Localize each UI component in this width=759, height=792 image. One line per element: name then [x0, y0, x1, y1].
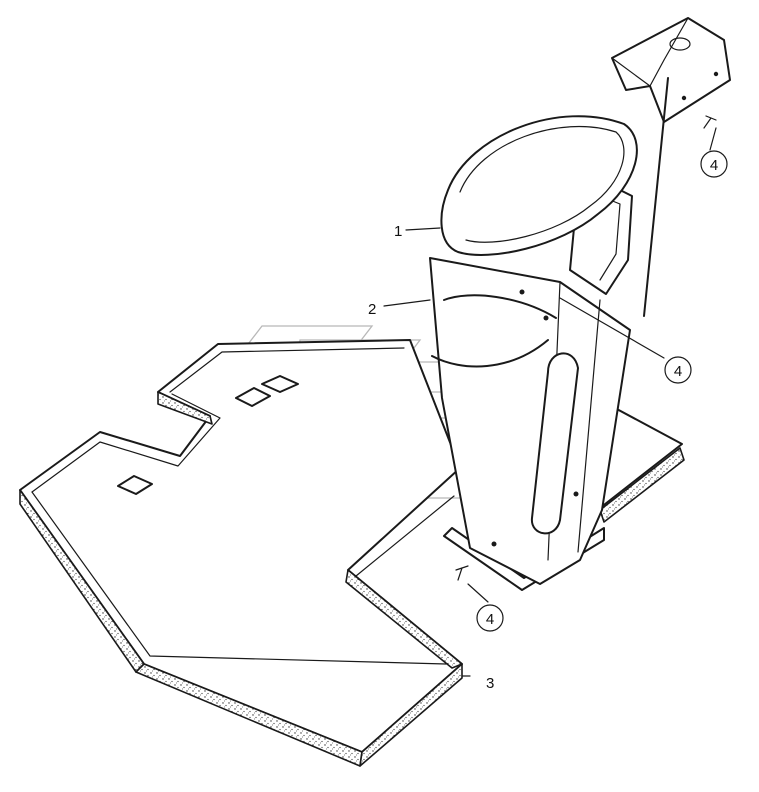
leader-lines: [383, 127, 717, 677]
callout-4-bottom: 4: [476, 604, 504, 632]
callout-4-top-label: 4: [710, 157, 718, 174]
callout-1: 1: [394, 223, 402, 240]
top-cover: [611, 17, 731, 317]
callout-4-bottom-label: 4: [486, 611, 494, 628]
callout-4-top: 4: [700, 150, 728, 178]
screw-top: [703, 115, 717, 129]
floor-mat: [19, 339, 685, 767]
callout-3: 3: [486, 675, 494, 692]
callout-2: 2: [368, 301, 376, 318]
boot-gaiter: [440, 115, 638, 256]
callout-4-middle-label: 4: [674, 363, 682, 380]
callout-4-middle: 4: [664, 356, 692, 384]
screw-bottom: [455, 565, 469, 581]
